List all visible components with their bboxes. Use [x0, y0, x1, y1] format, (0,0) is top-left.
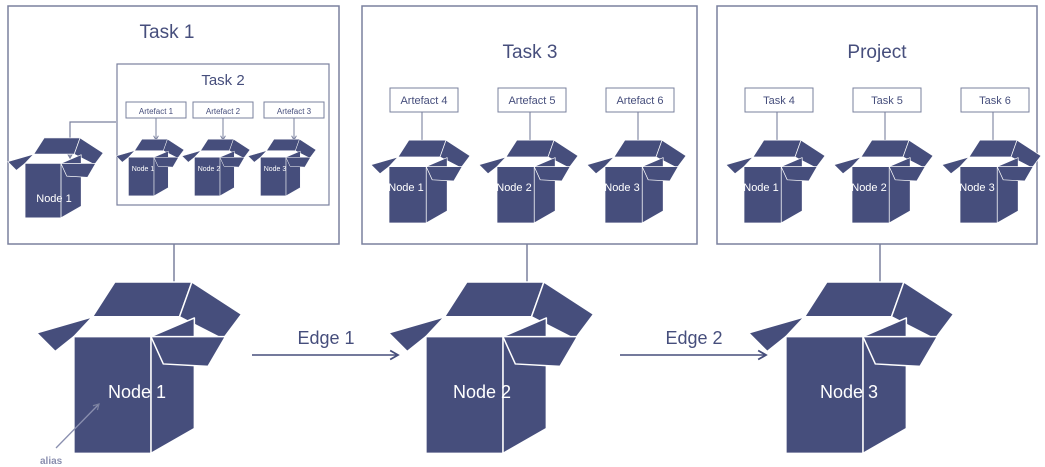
task2-artefact-2-label: Artefact 2 [206, 107, 241, 116]
project-task-4: Task 4 [744, 87, 814, 113]
project-task-6: Task 6 [960, 87, 1030, 113]
task3-artefact-4: Artefact 4 [389, 87, 459, 113]
project-node-2-box: Node 2 [833, 139, 934, 224]
task2-node-3-label: Node 3 [264, 166, 287, 173]
task3-node-2-box: Node 2 [478, 139, 579, 224]
task2-artefact-3: Artefact 3 [263, 101, 325, 119]
main-node-1-box: Node 1 [35, 281, 243, 455]
task3-node-2-label: Node 2 [496, 182, 531, 194]
task3-artefact-6: Artefact 6 [605, 87, 675, 113]
task3-artefact-6-label: Artefact 6 [616, 95, 663, 107]
group-task3-frame [361, 5, 698, 245]
main-node-2-box: Node 2 [387, 281, 595, 455]
task3-artefact-5-label: Artefact 5 [508, 95, 555, 107]
project-node-1-label: Node 1 [743, 182, 778, 194]
edge-2-label: Edge 2 [665, 328, 722, 348]
task2-node-1-box: Node 1 [115, 138, 185, 197]
task3-node-1-label: Node 1 [388, 182, 423, 194]
main-node-3-box: Node 3 [747, 281, 955, 455]
project-task-5: Task 5 [852, 87, 922, 113]
project-node-3-label: Node 3 [959, 182, 994, 194]
task2-node-2-box: Node 2 [181, 138, 251, 197]
project-task-4-label: Task 4 [763, 95, 795, 107]
alias-pointer-arrow [55, 403, 100, 449]
group-task3-title: Task 3 [503, 42, 558, 63]
task3-node-3-label: Node 3 [604, 182, 639, 194]
alias-label: alias [40, 456, 63, 467]
task2-artefact-3-label: Artefact 3 [277, 107, 312, 116]
main-node-3-label: Node 3 [820, 382, 878, 402]
group-task2-frame [116, 63, 330, 206]
group-project-frame [716, 5, 1038, 245]
group-task1-title: Task 1 [140, 22, 195, 43]
task1-node-label: Node 1 [36, 193, 71, 205]
main-node-1-label: Node 1 [108, 382, 166, 402]
project-task-5-label: Task 5 [871, 95, 903, 107]
task3-artefact-5: Artefact 5 [497, 87, 567, 113]
main-node-2-label: Node 2 [453, 382, 511, 402]
task2-artefact-1: Artefact 1 [125, 101, 187, 119]
task2-artefact-1-label: Artefact 1 [139, 107, 174, 116]
project-node-1-box: Node 1 [725, 139, 826, 224]
project-node-3-box: Node 3 [941, 139, 1042, 224]
group-task2-title: Task 2 [201, 72, 244, 89]
task1-node-box: Node 1 [7, 137, 104, 219]
task2-node-1-label: Node 1 [132, 166, 155, 173]
task2-node-2-label: Node 2 [198, 166, 221, 173]
project-task-6-label: Task 6 [979, 95, 1011, 107]
task3-artefact-4-label: Artefact 4 [400, 95, 447, 107]
task3-node-3-box: Node 3 [586, 139, 687, 224]
task2-node-3-box: Node 3 [247, 138, 317, 197]
group-project-title: Project [847, 42, 907, 63]
task3-node-1-box: Node 1 [370, 139, 471, 224]
edge-1-label: Edge 1 [297, 328, 354, 348]
task2-artefact-2: Artefact 2 [192, 101, 254, 119]
project-node-2-label: Node 2 [851, 182, 886, 194]
